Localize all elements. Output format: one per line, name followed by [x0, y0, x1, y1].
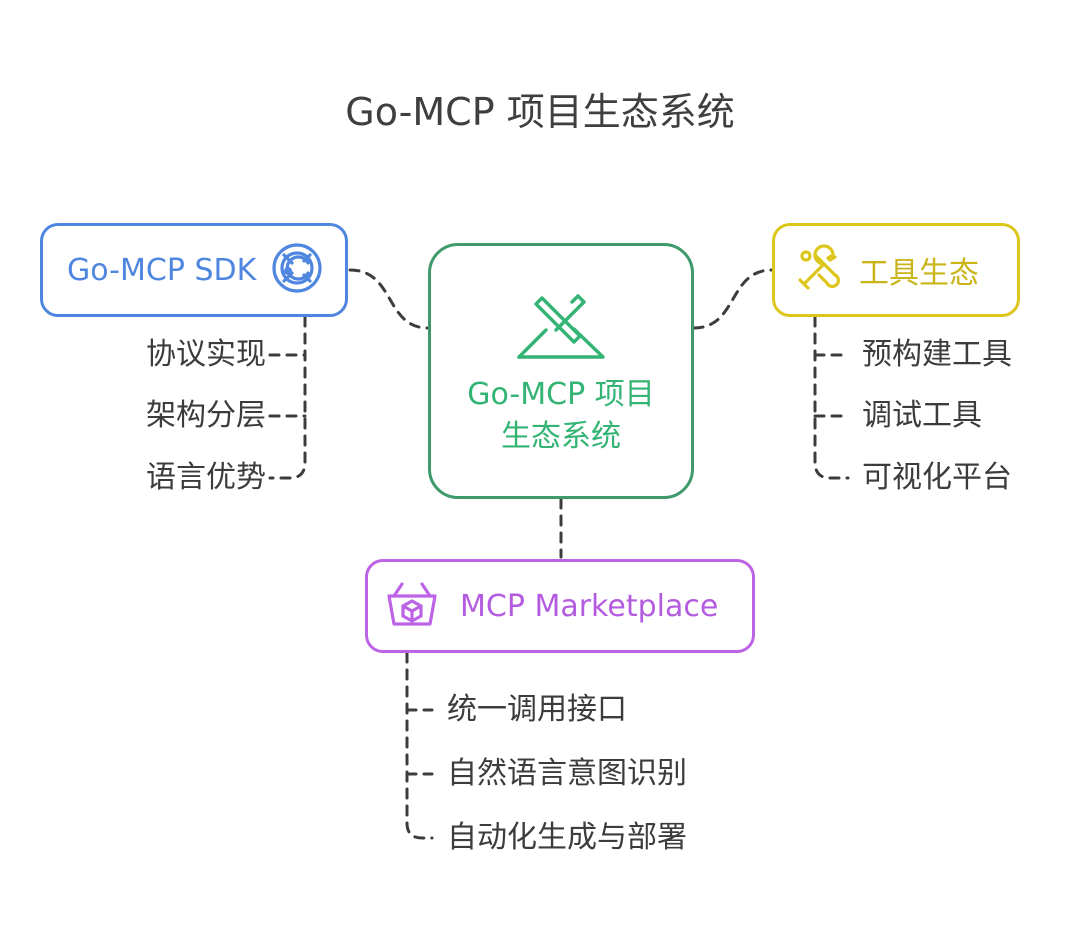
tools-node[interactable]: 工具生态	[772, 223, 1020, 317]
page-title: Go-MCP 项目生态系统	[345, 90, 735, 134]
tools-label: 工具生态	[859, 256, 979, 291]
basket-icon	[386, 580, 438, 632]
trunk-sdk	[268, 315, 307, 480]
sdk-node[interactable]: Go-MCP SDK	[40, 223, 348, 317]
trunk-market	[405, 651, 434, 840]
marketplace-label: MCP Marketplace	[460, 588, 719, 624]
center-node[interactable]: Go-MCP 项目生态系统	[428, 243, 694, 499]
connector-tools-center	[692, 268, 774, 330]
sdk-item-1: 协议实现	[146, 337, 266, 372]
wrench-icon	[795, 243, 845, 297]
tools-item-2: 调试工具	[862, 398, 982, 433]
center-label: Go-MCP 项目生态系统	[467, 377, 655, 454]
market-item-2: 自然语言意图识别	[447, 756, 687, 791]
gear-ring-icon	[270, 241, 324, 299]
market-item-3: 自动化生成与部署	[447, 820, 687, 855]
market-item-1: 统一调用接口	[447, 692, 627, 727]
trunk-tools	[813, 315, 850, 480]
marketplace-node[interactable]: MCP Marketplace	[365, 559, 755, 653]
sdk-item-3: 语言优势	[146, 460, 266, 495]
tools-item-3: 可视化平台	[862, 460, 1012, 495]
tools-item-1: 预构建工具	[862, 337, 1012, 372]
sdk-item-2: 架构分层	[146, 398, 266, 433]
sdk-label: Go-MCP SDK	[67, 252, 257, 288]
crossed-tools-icon	[516, 294, 606, 366]
connector-sdk-center	[348, 268, 430, 330]
